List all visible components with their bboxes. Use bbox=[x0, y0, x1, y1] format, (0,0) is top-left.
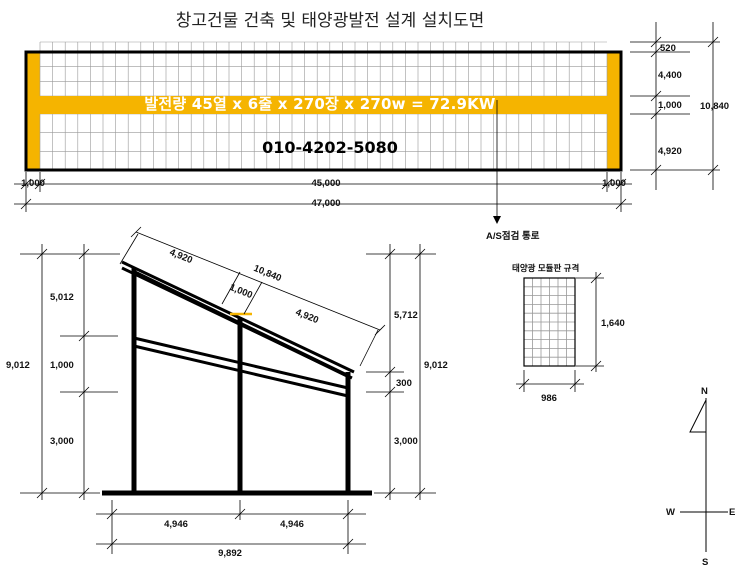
section-dim-left-low: 3,000 bbox=[50, 436, 74, 447]
module-outline bbox=[523, 277, 576, 367]
section-dim-right-mid: 300 bbox=[396, 378, 412, 389]
walkway-band bbox=[40, 96, 607, 114]
left-margin-strip bbox=[26, 52, 40, 170]
section-dim-right-low: 3,000 bbox=[394, 436, 418, 447]
module-spec-title: 태양광 모듈판 규격 bbox=[512, 263, 580, 273]
module-dim-height: 1,640 bbox=[601, 318, 625, 329]
section-dim-span-total: 9,892 bbox=[218, 548, 242, 559]
section-bottom-dims bbox=[96, 500, 366, 554]
plan-dim-top: 520 bbox=[660, 43, 676, 54]
contact-phone: 010-4202-5080 bbox=[262, 138, 398, 157]
section-left-dims bbox=[20, 244, 120, 500]
capacity-banner: 발전량 45열 x 6줄 x 270장 x 270w = 72.9KW bbox=[144, 95, 496, 113]
compass-south-label: S bbox=[702, 557, 709, 568]
section-dim-right-upper: 5,712 bbox=[394, 310, 418, 321]
plan-dim-lower: 4,920 bbox=[658, 146, 682, 157]
as-passage-label: A/S점검 통로 bbox=[486, 231, 540, 242]
plan-dim-left-margin: 1,000 bbox=[21, 178, 45, 189]
section-dim-left-total: 9,012 bbox=[6, 360, 30, 371]
mid-beam-bottom bbox=[133, 344, 349, 398]
plan-view bbox=[14, 22, 720, 224]
plan-dim-middle: 1,000 bbox=[658, 100, 682, 111]
plan-dim-total-depth: 10,840 bbox=[700, 101, 730, 112]
mid-beam-top bbox=[133, 336, 349, 390]
plan-dim-upper: 4,400 bbox=[658, 70, 682, 81]
section-view bbox=[20, 226, 436, 554]
building-outline bbox=[24, 50, 623, 172]
right-margin-strip bbox=[607, 52, 621, 170]
north-arrow-icon bbox=[689, 399, 707, 433]
plan-dim-total-width: 47,000 bbox=[311, 198, 341, 209]
section-dim-left-upper: 5,012 bbox=[50, 292, 74, 303]
module-dim-width: 986 bbox=[541, 393, 557, 404]
compass-north-label: N bbox=[701, 386, 708, 397]
section-dim-right-total: 9,012 bbox=[424, 360, 448, 371]
section-dim-left-mid: 1,000 bbox=[50, 360, 74, 371]
section-right-dims bbox=[366, 244, 436, 500]
module-spec bbox=[516, 272, 604, 392]
compass-east-label: E bbox=[729, 507, 736, 518]
as-arrow-head bbox=[493, 216, 501, 224]
section-dim-span-left: 4,946 bbox=[164, 519, 188, 530]
drawing-title: 창고건물 건축 및 태양광발전 설계 설치도면 bbox=[175, 11, 485, 31]
module-grid bbox=[524, 278, 575, 366]
section-roof-dims bbox=[119, 226, 386, 367]
plan-dim-right-margin: 1,000 bbox=[602, 178, 626, 189]
plan-right-ext bbox=[630, 36, 720, 176]
plan-ticks bbox=[20, 178, 627, 210]
plan-dim-center-width: 45,000 bbox=[311, 178, 341, 189]
top-grid-band bbox=[39, 41, 607, 52]
roof-rafter bbox=[133, 270, 349, 378]
compass-west-label: W bbox=[666, 507, 675, 518]
roof-panel-top bbox=[121, 260, 355, 374]
compass-rose bbox=[680, 398, 728, 552]
module-dims bbox=[516, 272, 604, 392]
section-dim-span-right: 4,946 bbox=[280, 519, 304, 530]
